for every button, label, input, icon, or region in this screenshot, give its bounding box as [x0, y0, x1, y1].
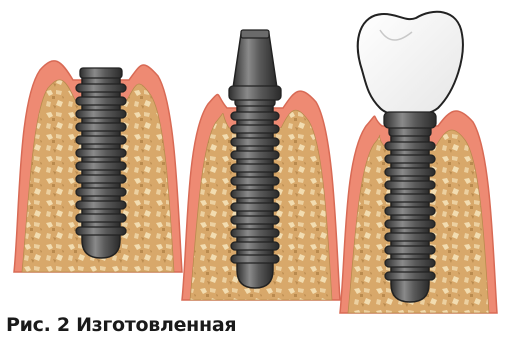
- implant-thread: [385, 194, 435, 202]
- implant-thread: [231, 138, 279, 146]
- implant-body: [231, 96, 279, 288]
- abutment-collar: [229, 86, 281, 100]
- implant-thread: [385, 207, 435, 215]
- implant-thread: [231, 255, 279, 263]
- implant-thread: [231, 164, 279, 172]
- implant-thread: [231, 216, 279, 224]
- implant-thread: [385, 155, 435, 163]
- abutment-top: [241, 30, 269, 38]
- implant-thread: [76, 188, 126, 196]
- stage-implant-with-abutment: [182, 30, 340, 300]
- stage-implant-with-crown: [340, 12, 497, 313]
- implant-thread: [385, 259, 435, 267]
- implant-thread: [231, 242, 279, 250]
- implant-thread: [76, 162, 126, 170]
- implant-thread: [76, 201, 126, 209]
- stage-implant: [14, 61, 182, 272]
- implant-thread: [231, 177, 279, 185]
- implant-thread: [231, 229, 279, 237]
- implant-thread: [76, 123, 126, 131]
- implant-body: [76, 68, 126, 258]
- implant-collar: [80, 68, 122, 78]
- abutment: [229, 30, 281, 100]
- implant-thread: [385, 233, 435, 241]
- implant-thread: [385, 181, 435, 189]
- implant-thread: [231, 112, 279, 120]
- implant-thread: [231, 190, 279, 198]
- implant-thread: [385, 220, 435, 228]
- crown-collar: [384, 112, 436, 128]
- implant-thread: [231, 125, 279, 133]
- implant-thread: [76, 136, 126, 144]
- implant-thread: [76, 110, 126, 118]
- crown-body: [358, 12, 463, 116]
- implant-thread: [231, 151, 279, 159]
- implant-thread: [385, 168, 435, 176]
- implant-body: [385, 126, 435, 302]
- figure-caption: Рис. 2 Изготовленная: [6, 314, 236, 336]
- crown: [358, 12, 463, 128]
- implant-thread: [385, 246, 435, 254]
- implant-thread: [76, 227, 126, 235]
- implant-thread: [76, 97, 126, 105]
- implant-thread: [385, 142, 435, 150]
- implant-thread: [231, 203, 279, 211]
- implant-thread: [385, 272, 435, 280]
- implant-thread: [76, 214, 126, 222]
- implant-thread: [76, 175, 126, 183]
- implant-thread: [76, 149, 126, 157]
- implant-thread: [76, 84, 126, 92]
- abutment-cone: [233, 34, 277, 88]
